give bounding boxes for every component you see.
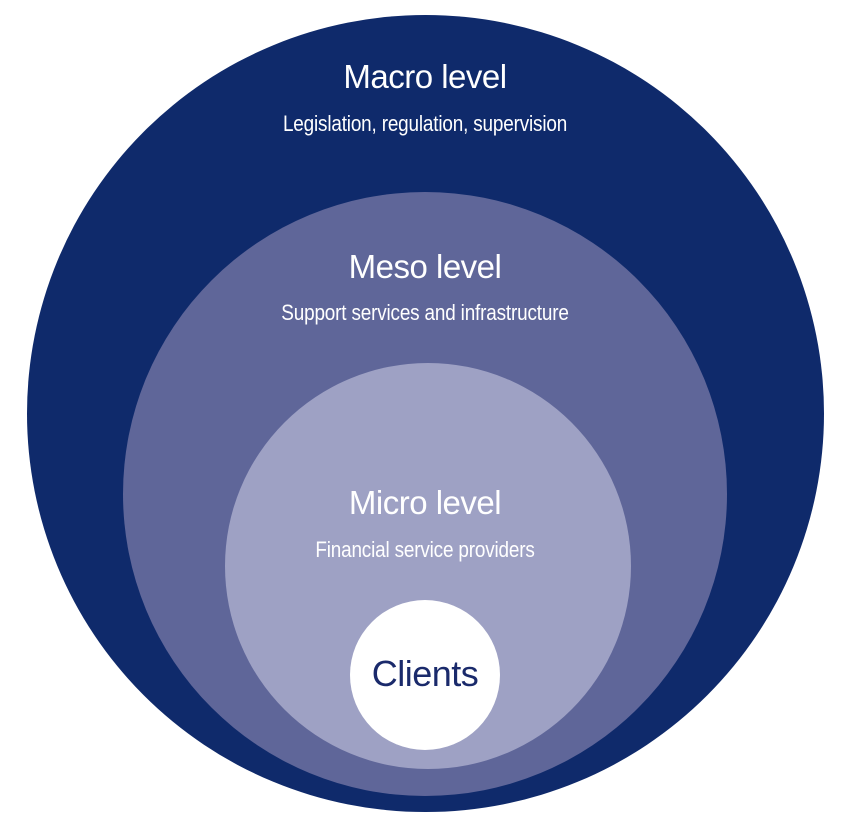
micro-level-title: Micro level bbox=[348, 484, 502, 521]
micro-level-subtitle: Financial service providers bbox=[315, 537, 535, 562]
meso-level-title: Meso level bbox=[348, 248, 502, 285]
meso-level-subtitle: Support services and infrastructure bbox=[281, 300, 569, 325]
clients-circle bbox=[350, 600, 500, 750]
macro-level-title: Macro level bbox=[343, 58, 507, 95]
macro-level-subtitle: Legislation, regulation, supervision bbox=[282, 111, 568, 136]
clients-label: Clients bbox=[371, 653, 479, 694]
